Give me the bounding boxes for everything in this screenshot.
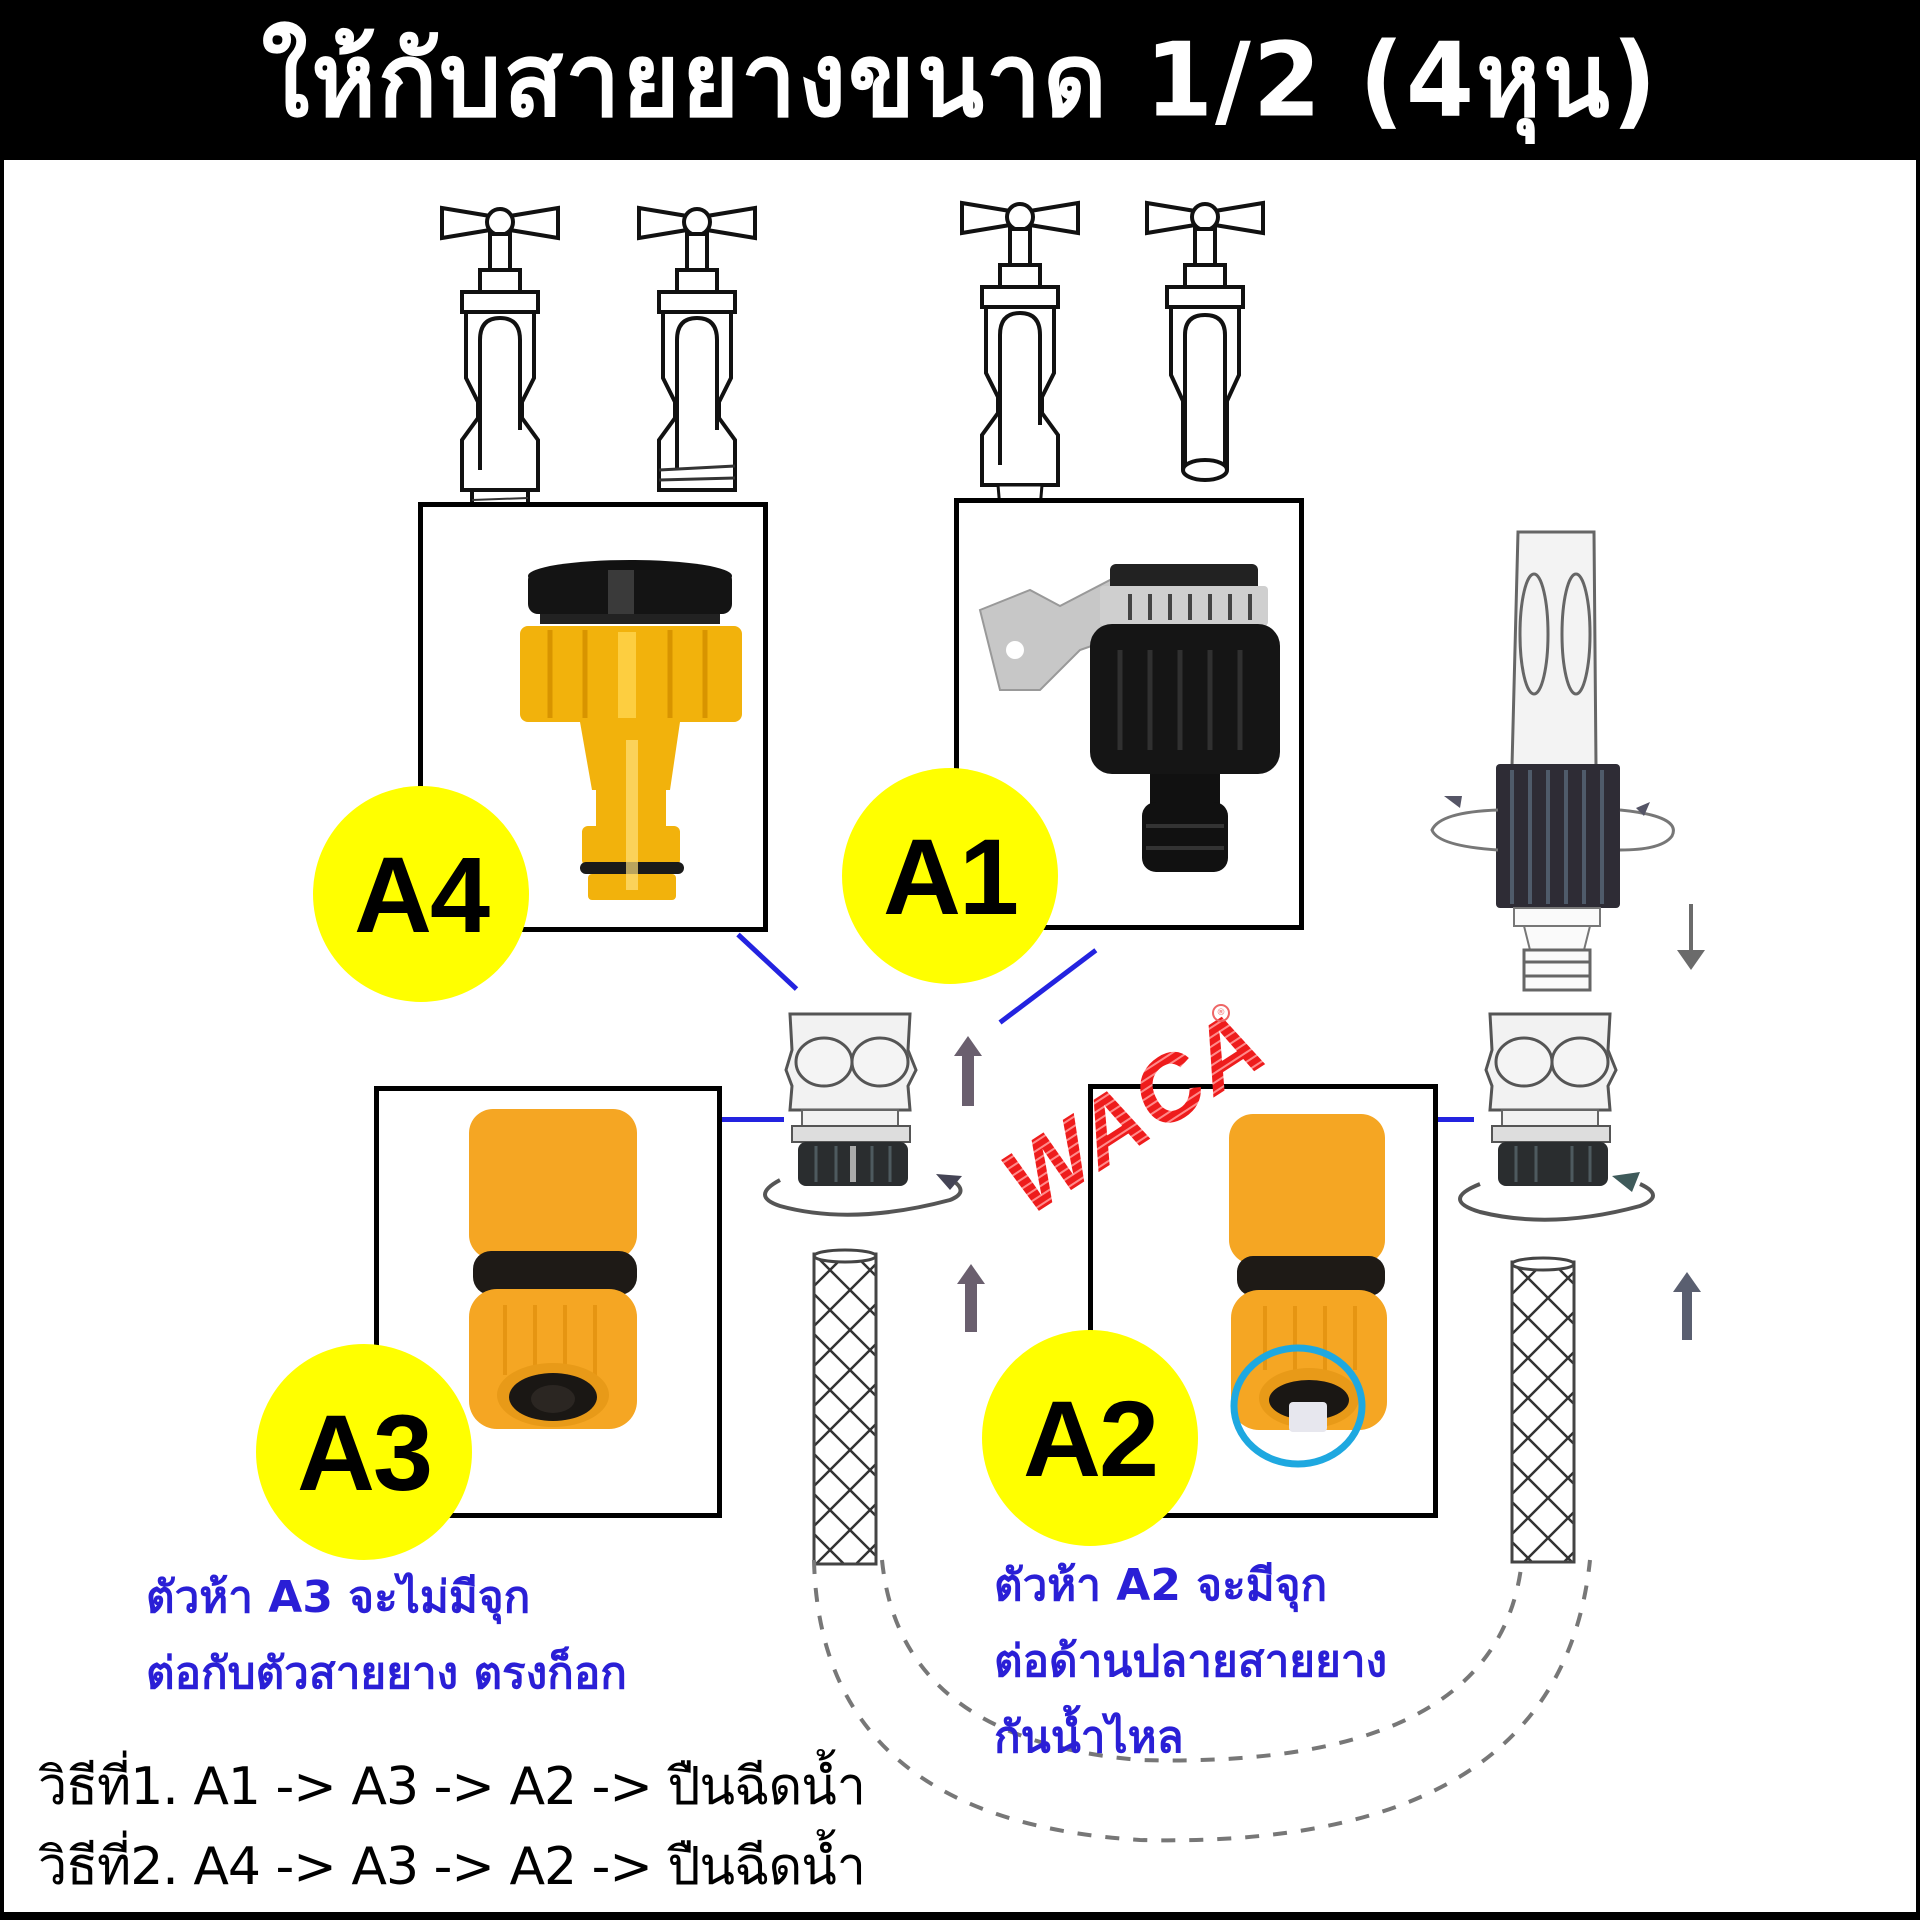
hose-connector-with-stop-image xyxy=(1229,1114,1387,1432)
tap-adapter-yellow-image xyxy=(520,560,742,900)
down-arrow-icon xyxy=(1677,904,1705,970)
part-label-a1: A1 xyxy=(882,815,1019,937)
hose-right-icon xyxy=(1510,1256,1576,1564)
part-badge-a4: A4 xyxy=(313,786,529,1002)
part-label-a2: A2 xyxy=(1022,1377,1159,1499)
part-badge-a2: A2 xyxy=(982,1330,1198,1546)
universal-tap-connector-image xyxy=(978,564,1280,872)
note-a2: ตัวห้า A2 จะมีจุก ต่อด้านปลายสายยาง กันน… xyxy=(994,1548,1387,1776)
hose-left-icon xyxy=(812,1248,878,1566)
water-stop-highlight-circle xyxy=(1230,1344,1366,1468)
faucet-icon-plain xyxy=(1145,200,1265,482)
faucet-row xyxy=(440,200,1265,559)
part-badge-a3: A3 xyxy=(256,1344,472,1560)
method-1: วิธีที่1. A1 -> A3 -> A2 -> ปืนฉีดน้ำ xyxy=(38,1757,866,1817)
note-a2-line2: ต่อด้านปลายสายยาง xyxy=(994,1636,1388,1687)
part-badge-a1: A1 xyxy=(842,768,1058,984)
up-arrow-icon-right xyxy=(1673,1272,1701,1340)
title-bar: ให้กับสายยางขนาด 1/2 (4หุน) xyxy=(0,0,1920,160)
faucet-icon-wide-thread xyxy=(637,206,757,492)
connector-line-a2 xyxy=(1434,1117,1474,1122)
note-a2-line3: กันน้ำไหล xyxy=(994,1712,1184,1763)
note-a3: ตัวห้า A3 จะไม่มีจุก ต่อกับตัวสายยาง ตรง… xyxy=(146,1560,627,1712)
connector-line-a3 xyxy=(716,1117,784,1122)
note-a3-line2: ต่อกับตัวสายยาง ตรงก็อก xyxy=(146,1648,627,1699)
note-a2-line1: ตัวห้า A2 จะมีจุก xyxy=(994,1560,1328,1611)
up-arrow-icon xyxy=(957,1264,985,1332)
registered-mark: ® xyxy=(1212,1004,1230,1022)
assembly-right-connector xyxy=(1458,1012,1655,1222)
assembly-left-connector xyxy=(763,1012,982,1217)
part-label-a4: A4 xyxy=(353,833,490,955)
spray-nozzle-icon xyxy=(1430,530,1675,992)
faucet-icon-threaded xyxy=(440,206,560,532)
part-label-a3: A3 xyxy=(296,1391,433,1513)
note-a3-line1: ตัวห้า A3 จะไม่มีจุก xyxy=(146,1572,531,1623)
method-2: วิธีที่2. A4 -> A3 -> A2 -> ปืนฉีดน้ำ xyxy=(38,1837,866,1897)
hose-connector-no-stop-image xyxy=(469,1109,637,1429)
page-title: ให้กับสายยางขนาด 1/2 (4หุน) xyxy=(261,21,1659,141)
